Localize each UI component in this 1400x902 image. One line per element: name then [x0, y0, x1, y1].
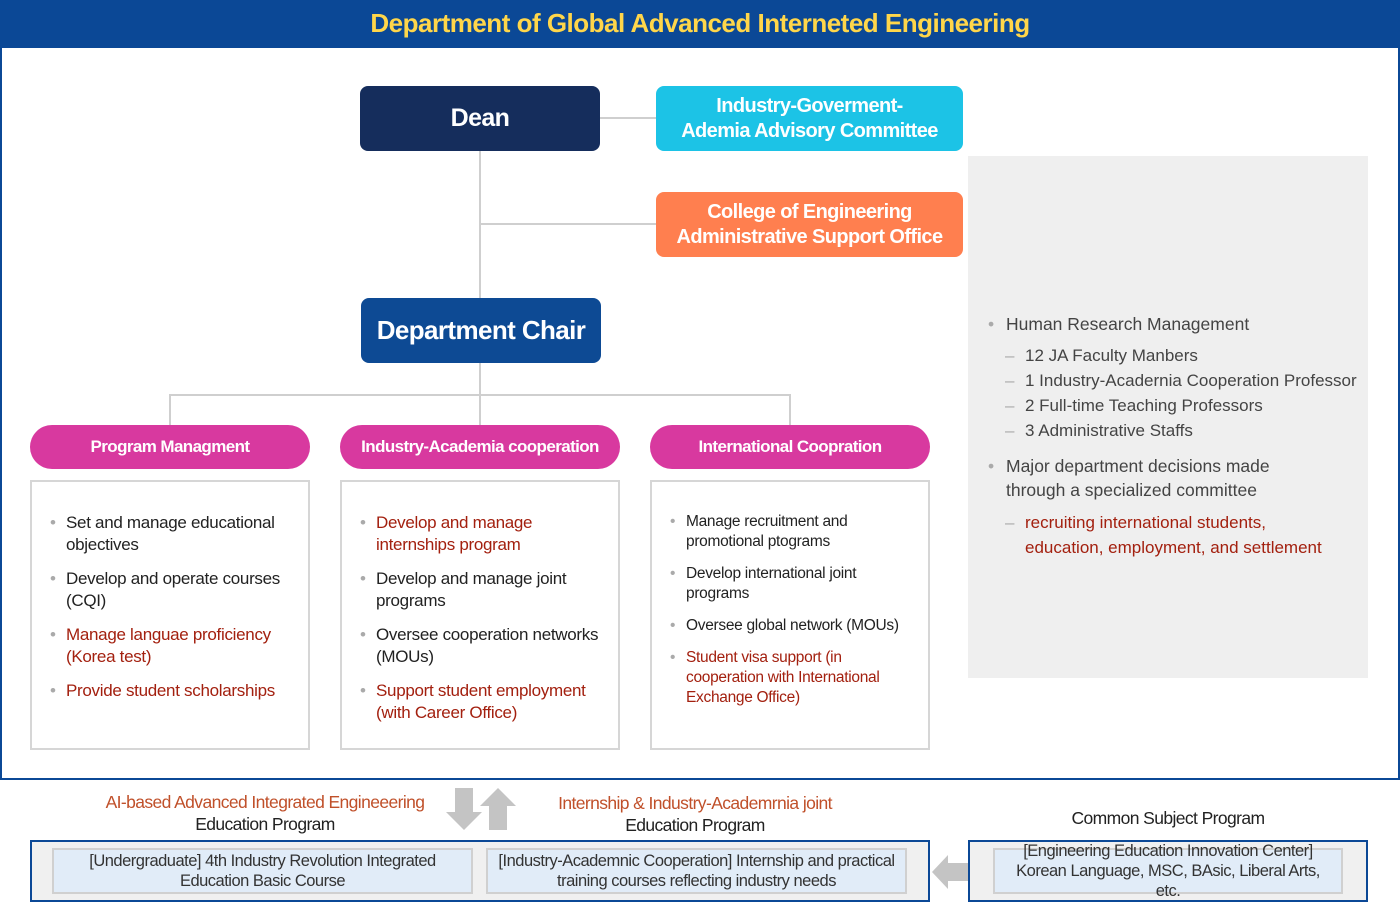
- common-program-title: Common Subject Program: [1071, 808, 1266, 828]
- intern-program-sub: Education Program: [625, 815, 765, 835]
- connector: [600, 117, 656, 119]
- hr-item: 1 Industry-Acadernia Cooperation Profess…: [988, 368, 1368, 393]
- ai-program-title: AI-based Advanced Integrated Engineeerin…: [60, 791, 470, 835]
- page-title: Department of Global Advanced Interneted…: [0, 0, 1400, 48]
- responsibility-item: Student visa support (in cooperation wit…: [670, 648, 918, 708]
- hr-item: 2 Full-time Teaching Professors: [988, 393, 1368, 418]
- connector: [169, 394, 171, 426]
- intern-course-box: [Industry-Academnic Cooperation] Interns…: [486, 848, 907, 894]
- responsibility-item: Provide student scholarships: [50, 680, 298, 702]
- connector: [479, 150, 481, 300]
- responsibility-item: Support student employment (with Career …: [360, 680, 608, 724]
- connector: [480, 223, 656, 225]
- hr-info-panel: Human Research Management 12 JA Faculty …: [968, 156, 1368, 678]
- program-management-pill: Program Managment: [30, 425, 310, 469]
- college-line-1: College of Engineering: [707, 200, 912, 223]
- ai-program-sub: Education Program: [195, 814, 335, 834]
- decisions-heading: Major department decisions made through …: [988, 454, 1288, 502]
- program-management-card: Set and manage educational objectivesDev…: [30, 480, 310, 750]
- intern-program-title: Internship & Industry-Academrnia joint E…: [520, 792, 870, 836]
- responsibility-item: Develop international joint programs: [670, 564, 918, 604]
- bidirectional-arrows-icon: [446, 788, 516, 830]
- international-cooperation-pill: International Coopration: [650, 425, 930, 469]
- dean-box: Dean: [360, 86, 600, 151]
- responsibility-item: Set and manage educational objectives: [50, 512, 298, 556]
- hr-item: 3 Administrative Staffs: [988, 418, 1368, 443]
- hr-heading: Human Research Management: [988, 312, 1368, 336]
- advisory-committee-box: Industry-Goverment- Ademia Advisory Comm…: [656, 86, 963, 151]
- department-chair-box: Department Chair: [361, 298, 601, 363]
- responsibility-item: Manage recruitment and promotional ptogr…: [670, 512, 918, 552]
- advisory-line-2: Ademia Advisory Committee: [681, 119, 938, 142]
- ai-program-name: AI-based Advanced Integrated Engineeerin…: [105, 792, 425, 812]
- international-cooperation-card: Manage recruitment and promotional ptogr…: [650, 480, 930, 750]
- connector: [169, 394, 791, 396]
- responsibility-item: Develop and manage internships program: [360, 512, 608, 556]
- org-chart-frame: [0, 46, 1400, 780]
- advisory-line-1: Industry-Goverment-: [716, 94, 903, 117]
- responsibility-item: Manage languae proficiency (Korea test): [50, 624, 298, 668]
- left-arrow-icon: [932, 855, 970, 889]
- industry-academia-pill: Industry-Academia cooperation: [340, 425, 620, 469]
- college-line-2: Administrative Support Office: [676, 225, 944, 248]
- responsibility-item: Develop and operate courses (CQI): [50, 568, 298, 612]
- college-support-office-box: College of Engineering Administrative Su…: [656, 192, 963, 257]
- responsibility-item: Oversee cooperation networks (MOUs): [360, 624, 608, 668]
- connector: [789, 394, 791, 426]
- responsibility-item: Develop and manage joint programs: [360, 568, 608, 612]
- common-course-box: [Engineering Education Innovation Center…: [993, 842, 1343, 900]
- intern-program-name: Internship & Industry-Academrnia joint: [558, 793, 832, 813]
- responsibility-item: Oversee global network (MOUs): [670, 616, 918, 636]
- industry-academia-card: Develop and manage internships programDe…: [340, 480, 620, 750]
- ai-course-box: [Undergraduate] 4th Industry Revolution …: [52, 848, 473, 894]
- hr-item: 12 JA Faculty Manbers: [988, 343, 1368, 368]
- decision-item: recruiting international students, educa…: [988, 510, 1338, 560]
